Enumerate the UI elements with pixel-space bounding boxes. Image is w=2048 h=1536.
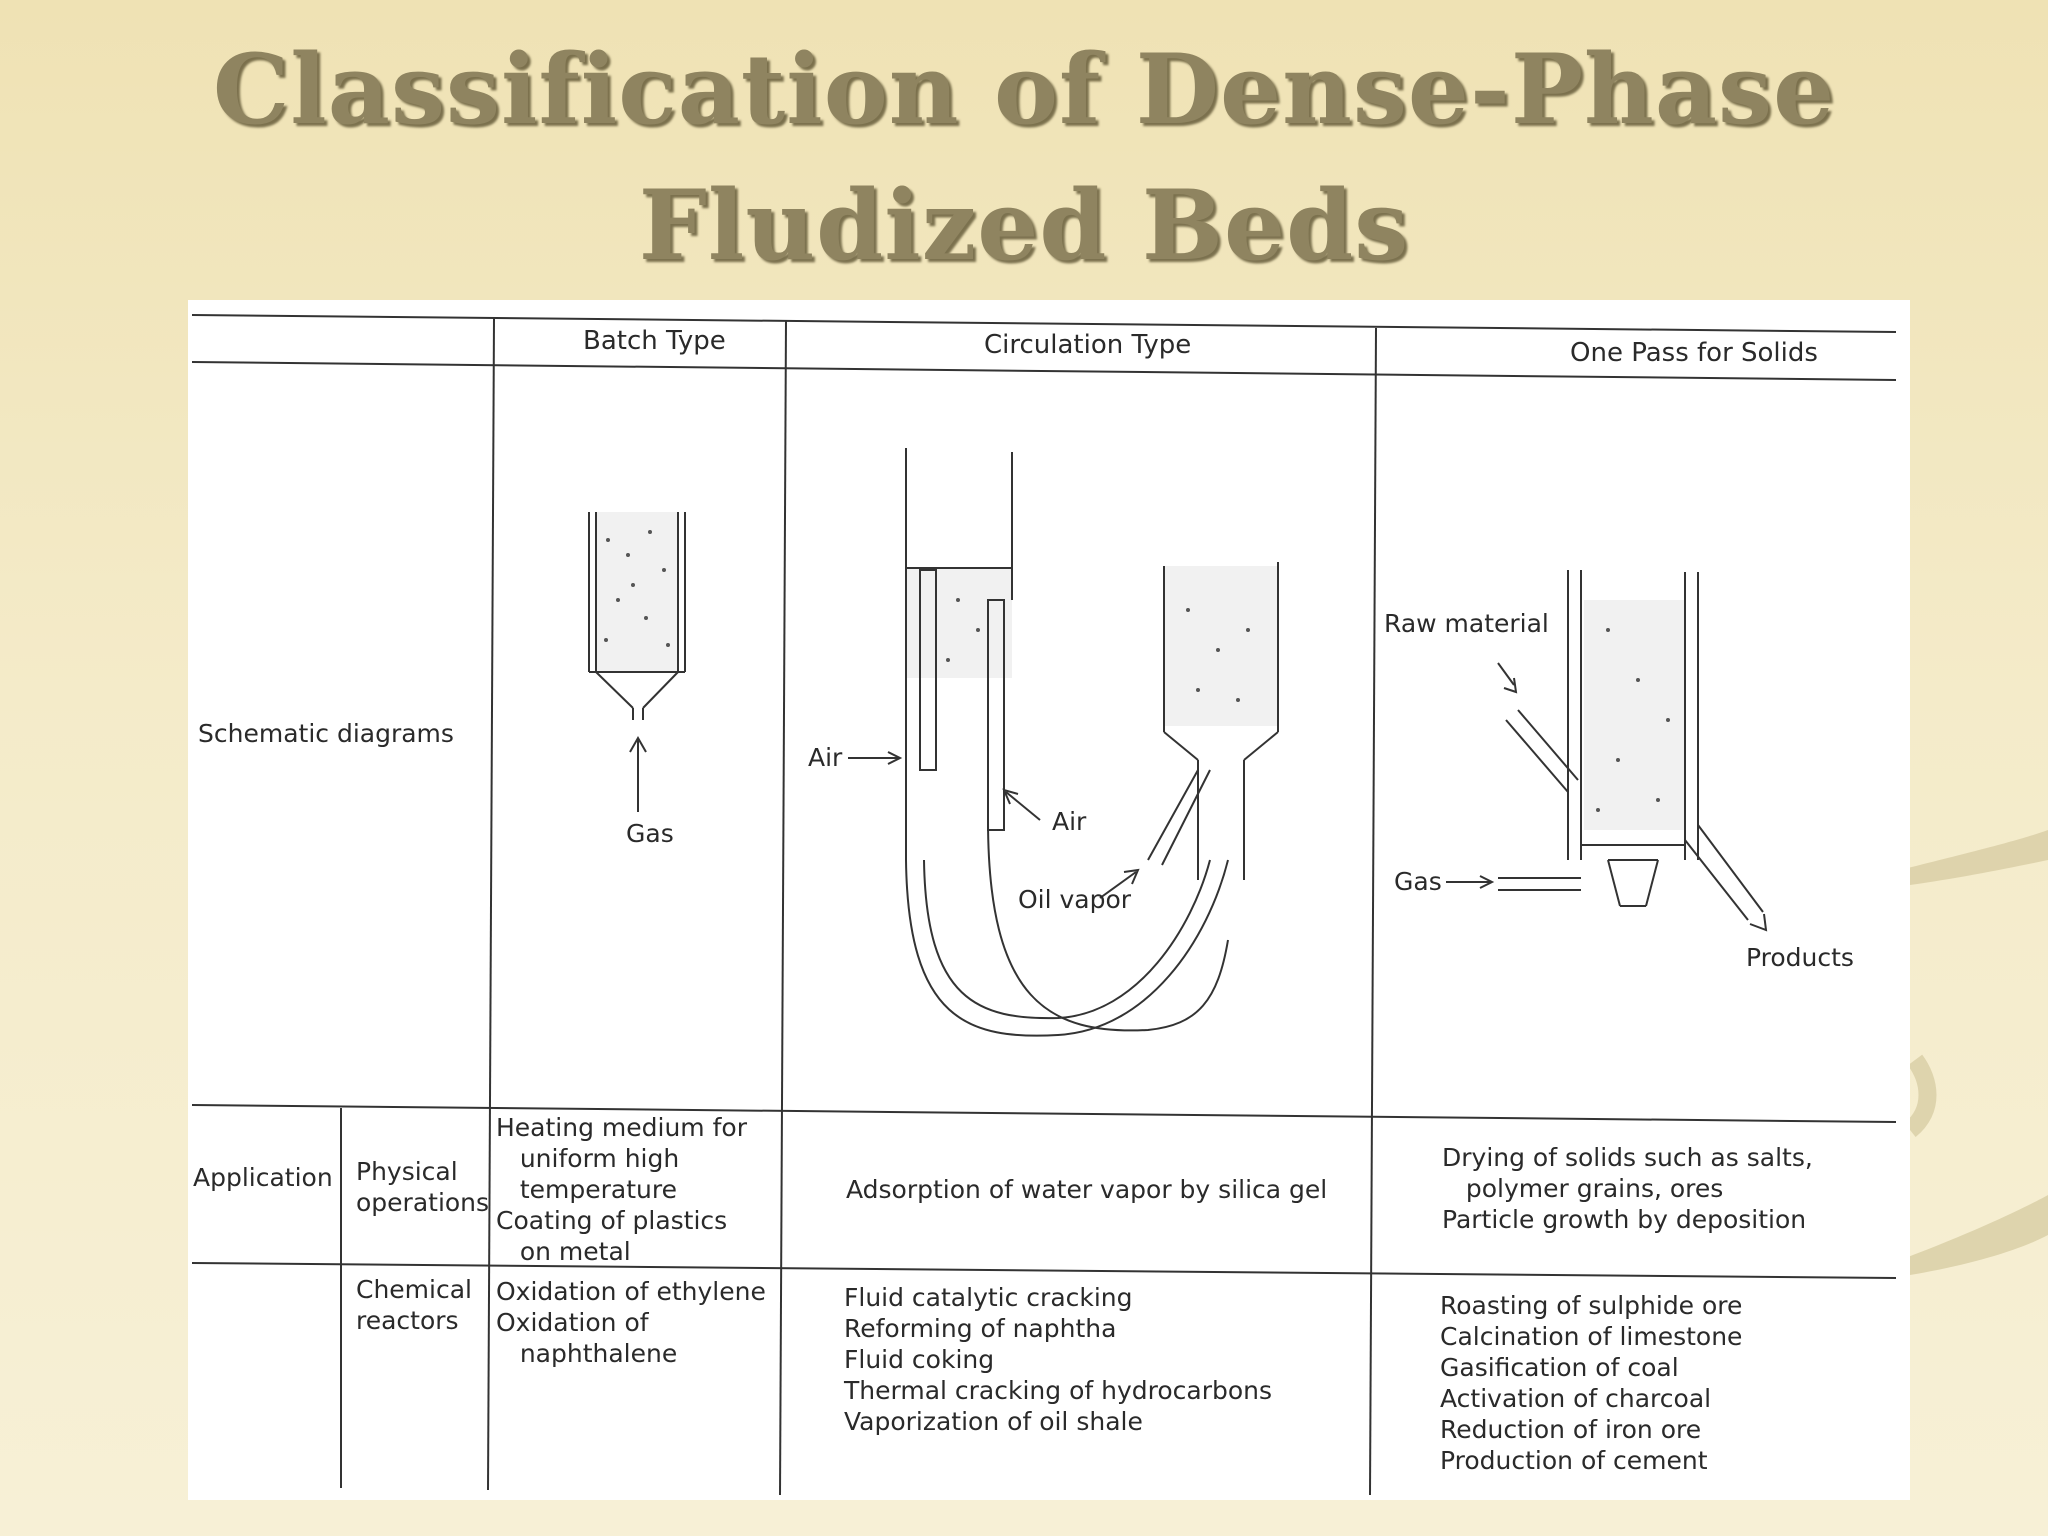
- circulation-air-right-label: Air: [1052, 807, 1087, 836]
- title-line-1: Classification of Dense-Phase: [212, 33, 1836, 146]
- header-one-pass: One Pass for Solids: [1570, 338, 1818, 368]
- title-line-2: Fludized Beds: [638, 169, 1410, 282]
- table-grid-and-schematics: [191, 314, 1897, 1496]
- classification-table: Batch Type Circulation Type One Pass for…: [188, 300, 1910, 1500]
- one-pass-gas-label: Gas: [1394, 867, 1442, 896]
- table-grid-lines: [191, 314, 1897, 1496]
- batch-schematic: [588, 512, 686, 812]
- physical-batch-cell: Heating medium for uniform high temperat…: [496, 1113, 747, 1266]
- circulation-schematic: [848, 448, 1279, 1037]
- row-label-application: Application: [193, 1163, 333, 1192]
- slide-title: Classification of Dense-Phase Fludized B…: [0, 22, 2048, 294]
- one-pass-schematic: [1446, 570, 1768, 932]
- one-pass-products-label: Products: [1746, 943, 1854, 972]
- circulation-air-left-label: Air: [808, 743, 843, 772]
- batch-gas-label: Gas: [626, 819, 674, 848]
- row-label-chemical: Chemical reactors: [356, 1275, 472, 1335]
- row-label-physical: Physical operations: [356, 1157, 490, 1217]
- one-pass-raw-material-label: Raw material: [1384, 609, 1549, 638]
- header-batch-type: Batch Type: [583, 326, 726, 356]
- header-circulation-type: Circulation Type: [984, 330, 1192, 360]
- chemical-one-pass-cell: Roasting of sulphide ore Calcination of …: [1440, 1291, 1743, 1475]
- circulation-oil-vapor-label: Oil vapor: [1018, 885, 1132, 914]
- physical-circulation-cell: Adsorption of water vapor by silica gel: [846, 1175, 1328, 1204]
- chemical-batch-cell: Oxidation of ethylene Oxidation of napht…: [496, 1277, 766, 1368]
- physical-one-pass-cell: Drying of solids such as salts, polymer …: [1442, 1143, 1813, 1234]
- particle-stipple: [604, 530, 1670, 812]
- chemical-circulation-cell: Fluid catalytic cracking Reforming of na…: [844, 1283, 1273, 1436]
- row-label-schematic: Schematic diagrams: [198, 719, 454, 748]
